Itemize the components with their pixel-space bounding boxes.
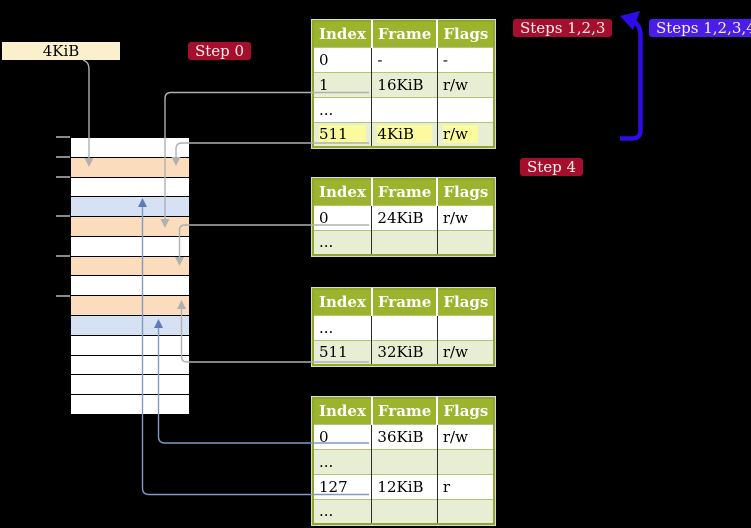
cell-index: 127 [313, 473, 372, 499]
table-row: ... [313, 498, 495, 524]
column-header-flags: Flags [436, 289, 495, 315]
column-header-flags: Flags [436, 21, 495, 47]
table-row: ... [313, 229, 495, 255]
column-header-frame: Frame [370, 289, 438, 315]
memory-address-tick [56, 215, 70, 217]
steps-1234-label: Steps 1,2,3,4 [649, 19, 751, 37]
cell-index: 0 [313, 423, 372, 449]
cell-frame: 32KiB [371, 339, 438, 365]
memory-row-white [71, 138, 189, 158]
cell-flags [436, 448, 495, 474]
cell-index: ... [313, 498, 372, 524]
memory-row-orange [71, 217, 189, 237]
table-row: 511 32KiB r/w [313, 339, 495, 365]
cell-frame: 24KiB [371, 204, 438, 230]
column-header-index: Index [313, 289, 372, 315]
cell-index: ... [313, 314, 372, 340]
level-2-page-table: Index Frame Flags ... 511 32KiB r/w [312, 288, 496, 366]
cell-index: ... [313, 448, 372, 474]
cell-frame: 12KiB [371, 473, 438, 499]
table-header-row: Index Frame Flags [313, 179, 495, 205]
table-row: 0 - - [313, 46, 495, 72]
table-row: 0 36KiB r/w [313, 423, 495, 449]
memory-row-orange [71, 256, 189, 277]
column-header-frame: Frame [370, 398, 438, 424]
cell-flags: r [436, 473, 495, 499]
cell-frame [371, 314, 438, 340]
cell-flags: r/w [436, 204, 495, 230]
memory-row-white [71, 276, 189, 297]
cell-frame [371, 498, 438, 524]
cell-frame: 16KiB [371, 71, 438, 97]
column-header-flags: Flags [436, 398, 495, 424]
column-header-index: Index [313, 398, 372, 424]
step0-label: Step 0 [188, 42, 252, 60]
memory-row-orange [71, 296, 189, 317]
cell-flags: r/w [436, 423, 495, 449]
cell-flags: r/w [436, 339, 495, 365]
table-row: 1 16KiB r/w [313, 71, 495, 97]
cell-index: 511 [313, 339, 372, 365]
level-3-page-table: Index Frame Flags 0 24KiB r/w ... [312, 178, 496, 256]
column-header-flags: Flags [436, 179, 495, 205]
cell-index: ... [313, 96, 372, 122]
frame-size-label: 4KiB [2, 42, 120, 60]
cell-frame: - [371, 46, 438, 72]
table-header-row: Index Frame Flags [313, 289, 495, 315]
cell-flags [436, 498, 495, 524]
table-header-row: Index Frame Flags [313, 21, 495, 47]
step4-label: Step 4 [520, 158, 584, 176]
memory-row-white [71, 335, 189, 356]
cell-flags [436, 314, 495, 340]
cell-frame [371, 448, 438, 474]
recursive-loop-arrow [620, 11, 643, 141]
level-1-page-table: Index Frame Flags 0 36KiB r/w ... 127 12… [312, 397, 496, 525]
column-header-frame: Frame [370, 179, 438, 205]
memory-address-tick [56, 176, 70, 178]
memory-row-blue [71, 316, 189, 336]
cell-flags [436, 96, 495, 122]
memory-row-blue [71, 197, 189, 218]
cell-frame: 36KiB [371, 423, 438, 449]
memory-address-tick [56, 136, 70, 138]
cell-index: 1 [313, 71, 372, 97]
column-header-index: Index [313, 179, 372, 205]
cell-index: ... [313, 229, 372, 255]
cell-frame [371, 96, 438, 122]
column-header-index: Index [313, 21, 372, 47]
memory-row-white [71, 375, 189, 396]
cell-flags [436, 229, 495, 255]
memory-row-white [71, 395, 189, 414]
level-4-page-table: Index Frame Flags 0 - - 1 16KiB r/w ... … [312, 20, 496, 148]
cell-flags: r/w [436, 121, 495, 147]
steps-123-label: Steps 1,2,3 [513, 19, 613, 37]
memory-row-orange [71, 157, 189, 178]
table-row: ... [313, 314, 495, 340]
memory-address-tick [56, 156, 70, 158]
table-row-highlighted: 511 4KiB r/w [313, 121, 495, 147]
table-header-row: Index Frame Flags [313, 398, 495, 424]
table-row: ... [313, 448, 495, 474]
cell-frame [371, 229, 438, 255]
table-row: 0 24KiB r/w [313, 204, 495, 230]
cell-flags: - [436, 46, 495, 72]
cell-index: 0 [313, 204, 372, 230]
table-row: ... [313, 96, 495, 122]
cell-index: 0 [313, 46, 372, 72]
memory-row-white [71, 177, 189, 198]
memory-row-white [71, 355, 189, 376]
memory-row-white [71, 236, 189, 257]
cell-index: 511 [313, 121, 372, 147]
cell-frame: 4KiB [371, 121, 438, 147]
memory-address-tick [56, 295, 70, 297]
cell-flags: r/w [436, 71, 495, 97]
memory-address-tick [56, 255, 70, 257]
physical-memory-bar [70, 137, 190, 415]
column-header-frame: Frame [370, 21, 438, 47]
table-row: 127 12KiB r [313, 473, 495, 499]
